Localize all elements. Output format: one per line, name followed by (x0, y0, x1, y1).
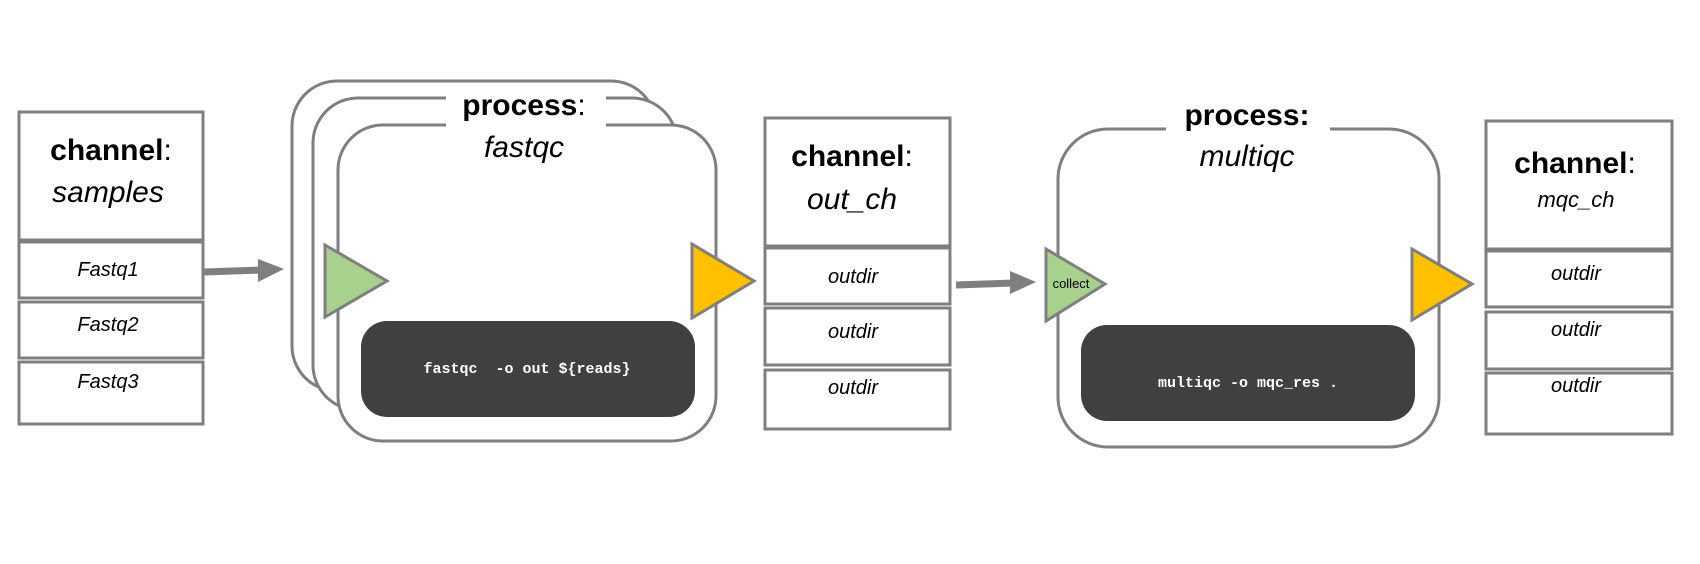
channel-name: mqc_ch (1537, 187, 1614, 212)
process-name: fastqc (484, 131, 564, 164)
process-name: multiqc (1199, 140, 1294, 173)
process-title: process: (462, 89, 585, 122)
channel-title: channel: (50, 134, 172, 167)
channel-item-box (17, 360, 205, 426)
arrow-outch-to-multiqc (955, 271, 1036, 294)
output-port-icon (690, 241, 757, 321)
channel-item-box (1484, 249, 1674, 309)
input-port-label: collect (1053, 276, 1090, 291)
channel-name: out_ch (807, 183, 897, 216)
channel-item: Fastq2 (77, 314, 138, 336)
channel-item: outdir (828, 377, 879, 399)
channel-header-box (763, 116, 952, 248)
channel-mqc-ch: channel: mqc_ch outdir outdir outdir (1484, 119, 1674, 436)
channel-samples: channel: samples Fastq1 Fastq2 Fastq3 (17, 110, 205, 426)
channel-item-box (1484, 371, 1674, 436)
command-text: multiqc -o mqc_res . (1158, 375, 1338, 392)
channel-item: outdir (1551, 375, 1602, 397)
command-box (361, 321, 695, 417)
arrow-samples-to-fastqc (203, 259, 284, 282)
channel-item: outdir (828, 266, 879, 288)
process-multiqc: process: multiqc multiqc -o mqc_res . co… (1044, 96, 1475, 449)
channel-title: channel: (1514, 147, 1636, 180)
channel-item: outdir (1551, 263, 1602, 285)
process-title-gap (446, 84, 606, 128)
channel-item-box (763, 306, 952, 367)
input-port-icon (1044, 246, 1108, 324)
process-title-gap (1166, 96, 1330, 140)
channel-header-box (1484, 119, 1674, 251)
channel-item-box (17, 300, 205, 360)
channel-item-box (17, 240, 205, 300)
command-text: fastqc -o out ${reads} (423, 361, 630, 378)
channel-item-box (763, 368, 952, 431)
output-port-icon (1410, 246, 1475, 323)
channel-title: channel: (791, 140, 913, 173)
channel-item: outdir (1551, 319, 1602, 341)
channel-header-box (17, 110, 205, 242)
channel-out-ch: channel: out_ch outdir outdir outdir (763, 116, 952, 431)
channel-item: Fastq1 (77, 259, 138, 281)
input-port-icon (323, 242, 390, 320)
channel-item-box (1484, 310, 1674, 371)
command-box (1081, 325, 1415, 421)
process-fastqc: process: fastqc fastqc -o out ${reads} (290, 79, 757, 443)
channel-name: samples (52, 176, 164, 209)
channel-item: Fastq3 (77, 371, 138, 393)
channel-item-box (763, 246, 952, 306)
channel-item: outdir (828, 321, 879, 343)
process-title: process: (1184, 99, 1309, 132)
